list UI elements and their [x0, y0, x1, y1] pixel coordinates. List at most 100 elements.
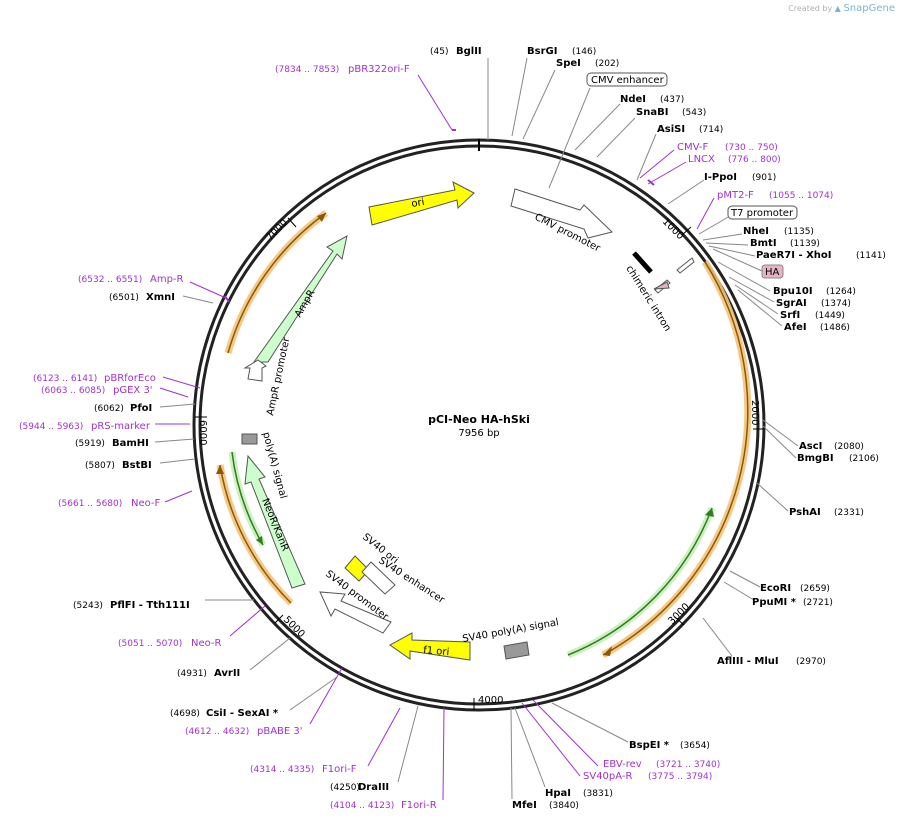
ha-feature	[653, 281, 670, 290]
draiii-pos: (4250)	[330, 783, 360, 793]
sv40-polya-feature	[503, 641, 530, 660]
leader-nhei	[702, 233, 743, 241]
snapgene-credit: Created by ▲ SnapGene	[788, 3, 895, 14]
sgrai-pos: (1374)	[821, 299, 851, 309]
prs-marker-label: pRS-marker	[91, 421, 151, 432]
credit-brand: SnapGene	[843, 3, 895, 14]
leader-cmv-enhancer	[548, 87, 591, 189]
leader-ha	[712, 248, 763, 272]
tick-label-2000: 2000	[749, 400, 760, 425]
tick-7000	[287, 217, 297, 228]
mfei-pos: (3840)	[549, 801, 579, 811]
leader-ebv-rev	[532, 699, 599, 767]
bglii-label: BglII	[456, 46, 482, 57]
leader-f1ori-r	[442, 707, 445, 801]
ampr-promoter-feature	[243, 359, 267, 382]
ecori-label: EcoRI	[760, 583, 791, 594]
pbrforeco-pos: (6123 .. 6141)	[33, 374, 97, 384]
leader-afei	[737, 289, 783, 327]
orf-green-right-arrowhead	[705, 508, 714, 517]
bmti-pos: (1139)	[790, 239, 820, 249]
ecori-pos: (2659)	[800, 584, 830, 594]
orf-green-left-arrowhead	[256, 536, 263, 545]
pbrforeco-label: pBRforEco	[104, 373, 156, 384]
leader-pmt2-f	[696, 197, 715, 230]
leader-asisi	[636, 133, 657, 181]
cmv-promoter-feature	[510, 188, 613, 239]
xhoi-label: PaeR7I - XhoI	[756, 250, 832, 261]
leader-sgrai	[728, 276, 775, 303]
site-lncx	[647, 179, 655, 186]
lncx-label: LNCX	[688, 154, 715, 165]
spei-pos: (202)	[595, 59, 619, 69]
sv40-polya-label: SV40 poly(A) signal	[462, 617, 560, 645]
nhei-label: NheI	[743, 226, 769, 237]
leader-ndei	[574, 103, 621, 151]
hpai-pos: (3831)	[583, 789, 613, 799]
leader-bstbi	[159, 458, 196, 464]
xmni-pos: (6501)	[109, 293, 139, 303]
ebv-rev-pos: (3721 .. 3740)	[656, 760, 720, 770]
afei-label: AfeI	[784, 322, 807, 333]
credit-prefix: Created by	[788, 4, 833, 13]
bspei-pos: (3654)	[680, 741, 710, 751]
pshai-pos: (2331)	[834, 508, 864, 518]
sv40-promoter-feature	[319, 591, 392, 634]
ampr-feature	[253, 235, 348, 363]
orf-hski-line	[602, 261, 749, 656]
leader-xhoi	[708, 245, 756, 257]
ori-label: ori	[411, 197, 426, 210]
leader-cmv-f	[639, 149, 675, 179]
bmgbi-pos: (2106)	[849, 454, 879, 464]
bstbi-pos: (5807)	[85, 461, 115, 471]
tick-5000	[274, 614, 284, 624]
f1ori-r-pos: (4104 .. 4123)	[330, 801, 394, 811]
leader-amp-r	[189, 281, 227, 299]
leader-avrii	[249, 637, 291, 671]
leader-neo-f	[164, 490, 193, 503]
pgex3-pos: (6063 .. 6085)	[41, 386, 105, 396]
pmt2-f-pos: (1055 .. 1074)	[769, 191, 833, 201]
leader-bspei	[551, 702, 629, 743]
chimeric-intron-bar	[632, 251, 653, 274]
neo-f-label: Neo-F	[131, 498, 161, 509]
ippoi-pos: (901)	[752, 173, 776, 183]
sv40pa-r-label: SV40pA-R	[583, 771, 632, 782]
pbabe3-label: pBABE 3'	[257, 726, 303, 737]
sv40pa-r-pos: (3775 .. 3794)	[648, 772, 712, 782]
avrii-label: AvrII	[214, 668, 240, 679]
sexai-pos: (4698)	[170, 709, 200, 719]
leader-lncx	[647, 161, 687, 185]
tick-label-7000: 7000	[264, 217, 290, 243]
avrii-pos: (4931)	[177, 669, 207, 679]
leader-sv40pa-r	[521, 702, 581, 777]
lncx-pos: (776 .. 800)	[728, 155, 781, 165]
bmgbi-label: BmgBI	[797, 453, 834, 464]
ndei-pos: (437)	[660, 95, 684, 105]
plasmid-name: pCI-Neo HA-hSki	[428, 413, 530, 426]
leader-ecori	[729, 570, 761, 588]
srfi-pos: (1449)	[815, 311, 845, 321]
bpu10i-pos: (1264)	[826, 287, 856, 297]
leader-pbrforeco	[162, 376, 201, 389]
orf-green-right-line	[567, 507, 713, 656]
tick-label-4000: 4000	[478, 695, 503, 706]
srfi-label: SrfI	[780, 310, 800, 321]
leader-srfi	[734, 284, 779, 315]
leader-mfei	[510, 707, 513, 800]
f1ori-f-pos: (4314 .. 4335)	[250, 765, 314, 775]
orf-ampr-arrowhead	[317, 213, 326, 222]
ha-label: HA	[765, 267, 780, 278]
asci-pos: (2080)	[834, 442, 864, 452]
tth111i-label: PflFI - Tth111I	[110, 600, 190, 611]
amp-r-label: Amp-R	[150, 274, 184, 285]
chimeric-intron-arrow-b	[676, 257, 695, 274]
tick-label-6000: 6000	[197, 420, 208, 445]
ori-feature	[368, 181, 475, 226]
bpu10i-label: Bpu10I	[773, 286, 813, 297]
leader-pbr322ori-f	[417, 74, 453, 131]
orf-hski-arrowhead	[603, 646, 612, 656]
ha-box	[761, 264, 784, 279]
snapgene-logo-icon: ▲	[834, 4, 841, 13]
tth111i-pos: (5243)	[73, 601, 103, 611]
